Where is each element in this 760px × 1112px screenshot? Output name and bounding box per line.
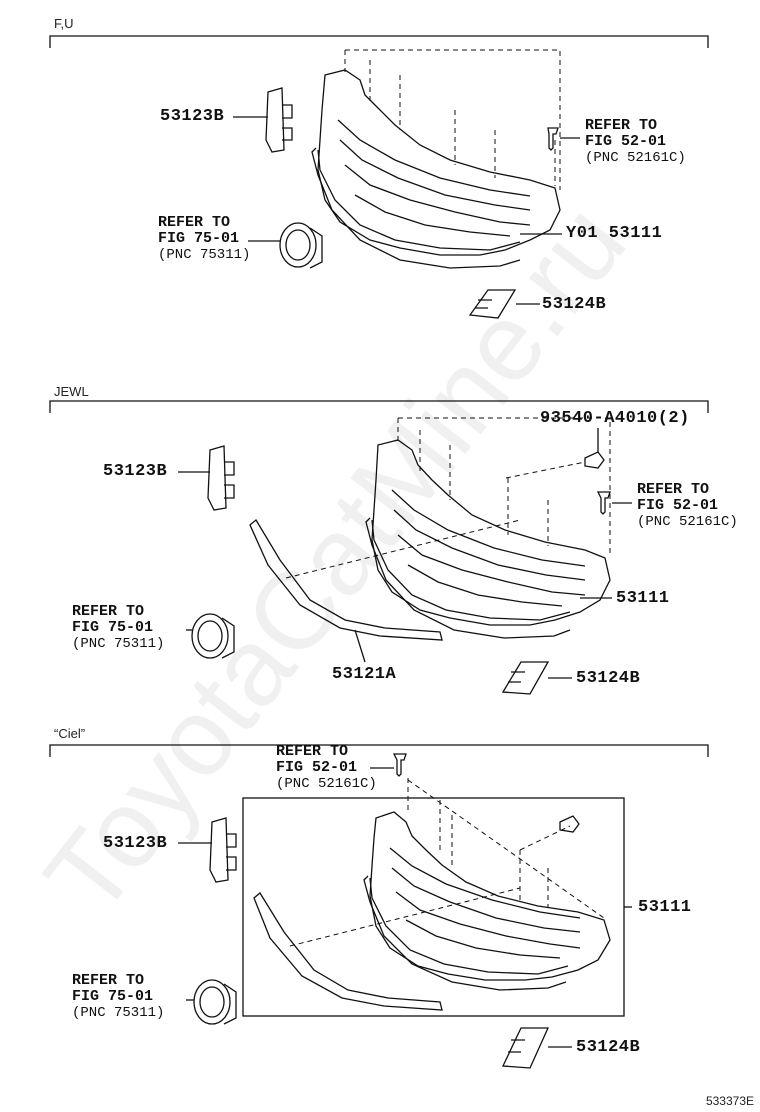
emblem-ciel: [193, 979, 231, 1025]
bracket-53124b-fu: [468, 289, 517, 319]
grille-inner-fu: [317, 149, 521, 251]
grille-slat-1-jewl: [391, 489, 586, 567]
grille-slat-3-ciel: [395, 891, 581, 949]
grille-inner-jewl: [371, 519, 571, 621]
grille-outer-jewl: [371, 439, 611, 626]
guide-top-jewl: [398, 417, 611, 556]
label-screw-jewl: 93540-A4010(2): [540, 409, 690, 428]
ref-clip-ciel: REFER TO FIG 52-01 (PNC 52161C): [276, 743, 377, 793]
guide-screw-ciel: [519, 825, 571, 851]
label-53123b-fu: 53123B: [160, 107, 225, 126]
grille-slat-1-fu: [337, 119, 531, 197]
label-grille-jewl: 53111: [616, 589, 670, 608]
clip-jewl: [596, 491, 611, 515]
guide-moulding-ciel: [289, 887, 521, 947]
ref-clip-jewl: REFER TO FIG 52-01 (PNC 52161C): [637, 481, 738, 531]
grille-slat-1-ciel: [389, 847, 581, 919]
leader-53121a-jewl: [354, 629, 366, 663]
label-53124b-fu: 53124B: [542, 295, 607, 314]
ref-emblem-jewl: REFER TO FIG 75-01 (PNC 75311): [72, 603, 165, 653]
grille-slat-4-fu: [354, 194, 511, 237]
grille-inner-ciel: [369, 877, 569, 975]
emblem-jewl: [191, 613, 229, 659]
guide-top-ciel: [407, 779, 605, 919]
grille-lower-rim-jewl: [365, 517, 571, 639]
moulding-53121a-jewl: [249, 519, 443, 641]
clip-ciel: [392, 753, 407, 777]
ref-emblem-fu: REFER TO FIG 75-01 (PNC 75311): [158, 214, 251, 264]
grille-slat-4-jewl: [407, 564, 563, 607]
grille-outer-fu: [317, 69, 561, 256]
label-53121a-jewl: 53121A: [332, 665, 397, 684]
grille-lower-rim-fu: [311, 147, 521, 269]
bracket-53123b-fu: [265, 87, 285, 153]
bracket-53123b-jewl: [207, 445, 227, 511]
bracket-53124b-ciel: [502, 1027, 550, 1069]
grille-slat-3-jewl: [397, 534, 586, 596]
screw-ciel: [559, 815, 580, 833]
grille-slat-2-ciel: [391, 867, 581, 933]
label-53123b-ciel: 53123B: [103, 834, 168, 853]
section-fu-bracket: [49, 35, 709, 48]
label-grille-fu: Y01 53111: [566, 224, 663, 243]
guide-top-fu: [345, 49, 561, 190]
moulding-ciel: [253, 892, 443, 1011]
grille-outer-ciel: [369, 811, 611, 981]
bracket-53123b-ciel: [209, 817, 229, 883]
section-ciel-bracket: [49, 744, 709, 757]
guide-screw-jewl: [505, 461, 586, 479]
ref-clip-fu: REFER TO FIG 52-01 (PNC 52161C): [585, 117, 686, 167]
figure-id: 533373E: [705, 1094, 754, 1108]
label-grille-ciel: 53111: [638, 898, 692, 917]
label-53123b-jewl: 53123B: [103, 462, 168, 481]
ref-emblem-ciel: REFER TO FIG 75-01 (PNC 75311): [72, 972, 165, 1022]
grille-slat-2-jewl: [393, 509, 586, 581]
section-title-jewl: JEWL: [54, 384, 89, 399]
section-jewl-bracket: [49, 400, 709, 413]
section-title-ciel: “Ciel”: [54, 726, 86, 741]
label-53124b-ciel: 53124B: [576, 1038, 641, 1057]
label-53124b-jewl: 53124B: [576, 669, 641, 688]
grille-slat-3-fu: [344, 164, 531, 226]
screw-jewl: [584, 451, 605, 469]
emblem-fu: [279, 222, 317, 268]
grille-slat-4-ciel: [405, 919, 561, 959]
section-title-fu: F,U: [54, 16, 74, 31]
guide-moulding-jewl: [285, 519, 521, 579]
grille-slat-2-fu: [339, 139, 531, 211]
clip-fu: [547, 127, 559, 151]
grille-lower-rim-ciel: [363, 875, 567, 991]
